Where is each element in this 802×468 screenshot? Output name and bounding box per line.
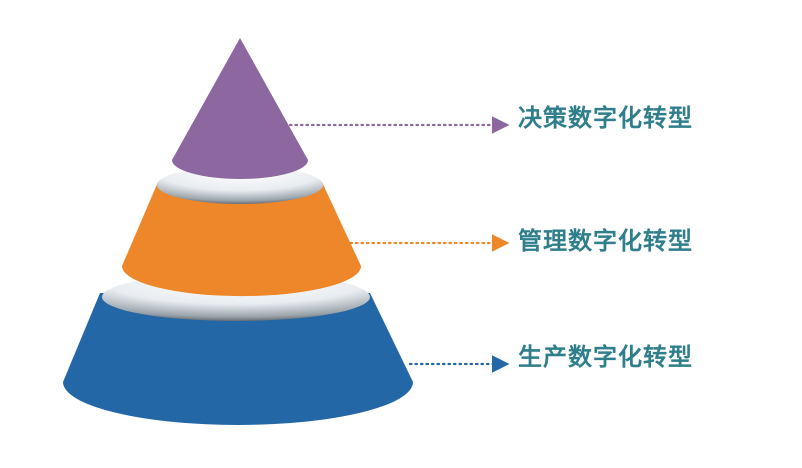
tier-bottom-body — [63, 293, 413, 425]
tier-label-middle: 管理数字化转型 — [518, 227, 693, 255]
tier-label-top: 决策数字化转型 — [518, 104, 693, 132]
tier-label-bottom: 生产数字化转型 — [518, 343, 693, 371]
tier-middle-disk — [157, 166, 323, 204]
tier-top-body — [172, 38, 308, 179]
tier-middle-body — [122, 182, 361, 297]
